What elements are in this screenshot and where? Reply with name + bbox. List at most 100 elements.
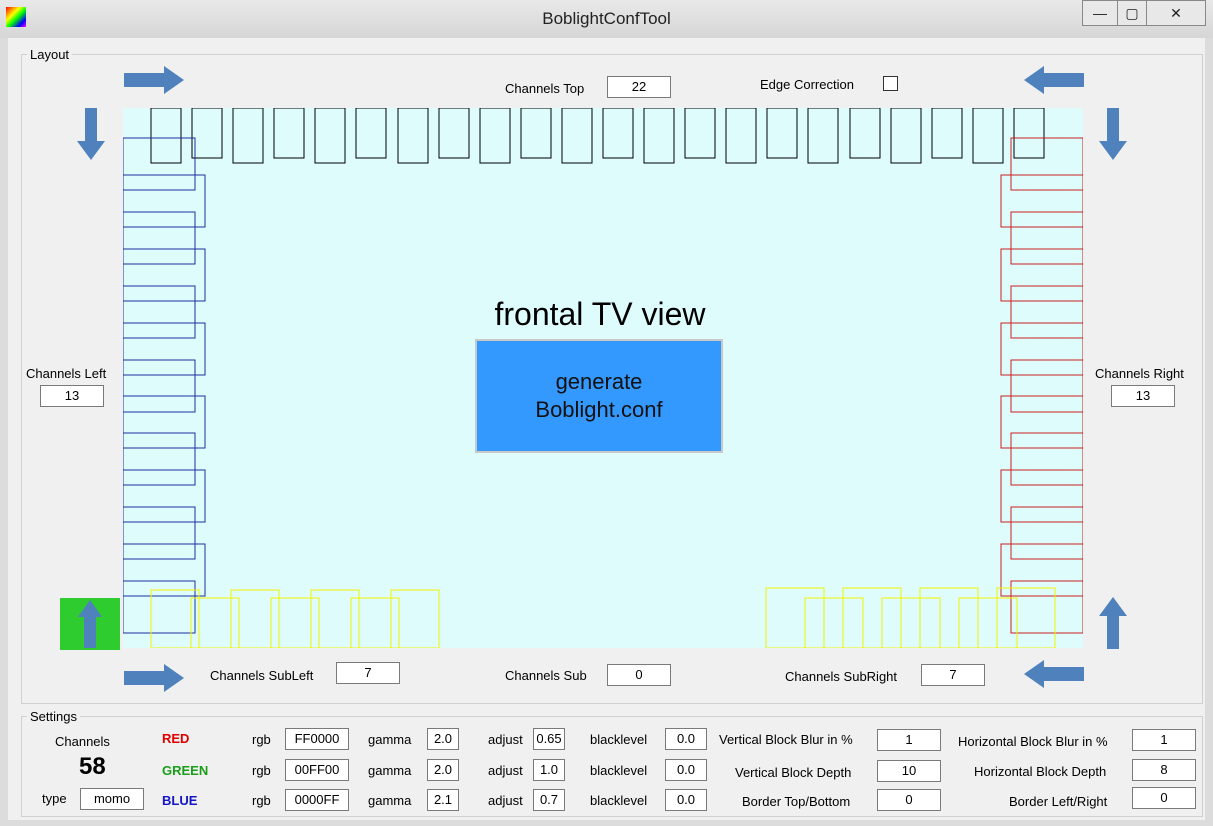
close-button[interactable]: ✕ — [1146, 0, 1206, 26]
channels-sub-field[interactable]: 0 — [607, 664, 671, 686]
led-zone-top — [438, 108, 470, 159]
blue-blacklevel-field[interactable]: 0.0 — [665, 789, 707, 811]
led-zone-top — [849, 108, 881, 159]
led-zone-top — [684, 108, 716, 159]
vertical-block-depth-label: Vertical Block Depth — [735, 765, 852, 780]
rgb-label: rgb — [252, 793, 271, 808]
vertical-block-depth-field[interactable]: 10 — [877, 760, 941, 782]
arrow-up-icon[interactable] — [1099, 597, 1127, 649]
led-zone-top — [150, 108, 182, 164]
edge-correction-checkbox[interactable] — [883, 76, 898, 91]
led-zone-left — [123, 322, 206, 376]
app-icon — [6, 7, 26, 27]
red-gamma-field[interactable]: 2.0 — [427, 728, 459, 750]
led-zone-left — [123, 432, 196, 486]
led-layout-preview — [123, 108, 1083, 648]
led-zone-subright — [996, 587, 1056, 648]
arrow-down-icon[interactable] — [77, 108, 105, 160]
frontal-tv-view-label: frontal TV view — [494, 296, 706, 332]
border-left-right-field[interactable]: 0 — [1132, 787, 1196, 809]
settings-group — [21, 716, 1203, 817]
led-zone-left — [123, 506, 196, 560]
led-zone-top — [314, 108, 346, 164]
led-zone-right — [1000, 543, 1083, 597]
red-adjust-field[interactable]: 0.65 — [533, 728, 565, 750]
led-zone-top — [725, 108, 757, 164]
led-zone-left — [123, 580, 196, 634]
adjust-label: adjust — [488, 793, 523, 808]
led-zone-right — [1010, 285, 1083, 339]
channels-count: 58 — [79, 753, 106, 780]
led-zone-right — [1010, 359, 1083, 413]
led-zone-right — [1000, 248, 1083, 302]
start-marker[interactable] — [60, 598, 120, 650]
arrow-right-icon[interactable] — [124, 664, 184, 692]
led-zone-right — [1010, 506, 1083, 560]
arrow-left-icon[interactable] — [1024, 660, 1084, 688]
blue-adjust-field[interactable]: 0.7 — [533, 789, 565, 811]
gamma-label: gamma — [368, 793, 412, 808]
green-blacklevel-field[interactable]: 0.0 — [665, 759, 707, 781]
red-blacklevel-field[interactable]: 0.0 — [665, 728, 707, 750]
red-rgb-field[interactable]: FF0000 — [285, 728, 349, 750]
led-zone-right — [1000, 174, 1083, 228]
channels-subleft-field[interactable]: 7 — [336, 662, 400, 684]
horizontal-block-depth-field[interactable]: 8 — [1132, 759, 1196, 781]
led-zone-top — [890, 108, 922, 164]
led-zone-top — [931, 108, 963, 159]
blacklevel-label: blacklevel — [590, 793, 648, 808]
blue-rgb-field[interactable]: 0000FF — [285, 789, 349, 811]
green-gamma-field[interactable]: 2.0 — [427, 759, 459, 781]
green-adjust-field[interactable]: 1.0 — [533, 759, 565, 781]
led-zone-top — [602, 108, 634, 159]
led-zone-top — [273, 108, 305, 159]
layout-legend: Layout — [27, 47, 73, 62]
blue-gamma-field[interactable]: 2.1 — [427, 789, 459, 811]
arrow-right-icon[interactable] — [124, 66, 184, 94]
led-zone-right — [1010, 580, 1083, 634]
arrow-left-icon[interactable] — [1024, 66, 1084, 94]
border-top-bottom-field[interactable]: 0 — [877, 789, 941, 811]
channels-left-field[interactable]: 13 — [40, 385, 104, 407]
title-bar: BoblightConfTool — ▢ ✕ — [0, 0, 1213, 38]
led-zone-right — [1010, 432, 1083, 486]
green-rgb-field[interactable]: 00FF00 — [285, 759, 349, 781]
led-zone-subright — [958, 597, 1018, 648]
channels-sub-label: Channels Sub — [505, 668, 587, 683]
vertical-block-blur-field[interactable]: 1 — [877, 729, 941, 751]
border-left-right-label: Border Left/Right — [1009, 794, 1108, 809]
horizontal-block-blur-field[interactable]: 1 — [1132, 729, 1196, 751]
minimize-button[interactable]: — — [1082, 0, 1118, 26]
led-zone-left — [123, 174, 206, 228]
type-field[interactable]: momo — [80, 788, 144, 810]
led-zone-subleft — [230, 589, 280, 648]
led-zone-left — [123, 395, 206, 449]
channels-top-label: Channels Top — [505, 81, 585, 96]
led-zone-subright — [881, 597, 941, 648]
led-zone-subright — [804, 597, 864, 648]
led-zone-subleft — [270, 597, 320, 648]
led-zone-right — [1000, 469, 1083, 523]
led-zone-left — [123, 359, 196, 413]
led-zone-top — [807, 108, 839, 164]
window-title: BoblightConfTool — [542, 9, 671, 28]
led-zone-top — [355, 108, 387, 159]
type-label: type — [42, 791, 67, 806]
rgb-label: rgb — [252, 763, 271, 778]
blacklevel-label: blacklevel — [590, 763, 648, 778]
arrow-up-icon — [78, 600, 102, 648]
channels-top-field[interactable]: 22 — [607, 76, 671, 98]
channels-subright-label: Channels SubRight — [785, 669, 898, 684]
settings-legend: Settings — [27, 709, 80, 724]
led-zone-top — [520, 108, 552, 159]
channels-right-label: Channels Right — [1095, 366, 1184, 381]
led-zone-subleft — [310, 589, 360, 648]
maximize-button[interactable]: ▢ — [1117, 0, 1147, 26]
led-zone-top — [1013, 108, 1045, 159]
blacklevel-label: blacklevel — [590, 732, 648, 747]
arrow-down-icon[interactable] — [1099, 108, 1127, 160]
channels-right-field[interactable]: 13 — [1111, 385, 1175, 407]
channels-subright-field[interactable]: 7 — [921, 664, 985, 686]
